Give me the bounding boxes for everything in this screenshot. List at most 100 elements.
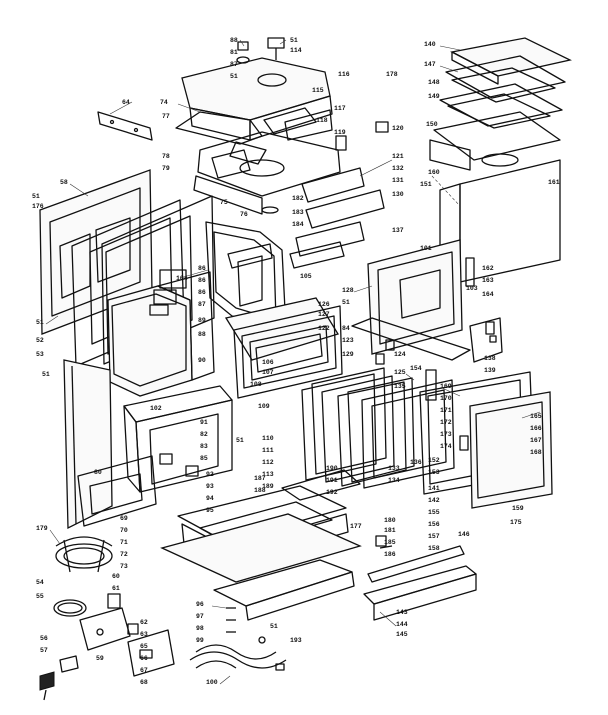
callout-label: 182 bbox=[292, 195, 304, 202]
callout-label: 165 bbox=[530, 413, 542, 420]
screws-lower-center bbox=[226, 607, 266, 644]
callout-label: 96 bbox=[196, 601, 204, 608]
callout-label: 112 bbox=[262, 459, 274, 466]
callout-label: 177 bbox=[350, 523, 362, 530]
callout-label: 140 bbox=[424, 41, 436, 48]
callout-label: 189 bbox=[262, 483, 274, 490]
callout-label: 179 bbox=[36, 525, 48, 532]
callout-label: 94 bbox=[206, 495, 214, 502]
callout-label: 152 bbox=[428, 457, 440, 464]
callout-label: 115 bbox=[312, 87, 324, 94]
callout-label: 86 bbox=[198, 277, 206, 284]
callout-label: 56 bbox=[40, 635, 48, 642]
callout-label: 66 bbox=[140, 655, 148, 662]
callout-label: 99 bbox=[196, 637, 204, 644]
callout-label: 183 bbox=[292, 209, 304, 216]
callout-label: 145 bbox=[396, 631, 408, 638]
callout-label: 87 bbox=[198, 301, 206, 308]
callout-label: 123 bbox=[342, 337, 354, 344]
callout-label: 167 bbox=[530, 437, 542, 444]
callout-label: 113 bbox=[262, 471, 274, 478]
callout-label: 154 bbox=[410, 365, 422, 372]
callout-label: 59 bbox=[96, 655, 104, 662]
oven-cavity-box bbox=[107, 269, 215, 397]
callout-label: 58 bbox=[60, 179, 68, 186]
callout-label: 170 bbox=[440, 395, 452, 402]
top-right-panel-stack bbox=[429, 37, 572, 171]
callout-label: 100 bbox=[206, 679, 218, 686]
callout-label: 134 bbox=[388, 477, 400, 484]
callout-label: 90 bbox=[198, 357, 206, 364]
callout-label: 147 bbox=[424, 61, 436, 68]
callout-label: 117 bbox=[334, 105, 346, 112]
callout-label: 172 bbox=[440, 419, 452, 426]
callout-label: 51 bbox=[236, 437, 244, 444]
callout-label: 126 bbox=[318, 301, 330, 308]
callout-label: 161 bbox=[548, 179, 560, 186]
callout-label: 114 bbox=[290, 47, 302, 54]
callout-label: 193 bbox=[290, 637, 302, 644]
callout-label: 178 bbox=[386, 71, 398, 78]
callout-label: 159 bbox=[512, 505, 524, 512]
callout-label: 160 bbox=[428, 169, 440, 176]
callout-label: 63 bbox=[140, 631, 148, 638]
callout-label: 151 bbox=[420, 181, 432, 188]
callout-label: 54 bbox=[36, 579, 44, 586]
callout-label: 88 bbox=[198, 331, 206, 338]
left-brace-64 bbox=[97, 111, 153, 141]
callout-label: 116 bbox=[338, 71, 350, 78]
callout-label: 65 bbox=[140, 643, 148, 650]
cooktop-burner-box bbox=[175, 57, 333, 145]
left-side-panel bbox=[63, 359, 113, 530]
bottom-pan bbox=[160, 469, 362, 621]
oven-top-bracket-row bbox=[261, 121, 389, 269]
callout-label: 75 bbox=[220, 199, 228, 206]
callout-label: 62 bbox=[140, 619, 148, 626]
callout-label: 146 bbox=[458, 531, 470, 538]
callout-label: 76 bbox=[240, 211, 248, 218]
callout-label: 163 bbox=[482, 277, 494, 284]
callout-label: 188 bbox=[254, 487, 266, 494]
callout-label: 51 bbox=[230, 73, 238, 80]
callout-label: 92 bbox=[206, 471, 214, 478]
callout-label: 135 bbox=[394, 383, 406, 390]
callout-label: 73 bbox=[120, 563, 128, 570]
callout-label: 70 bbox=[120, 527, 128, 534]
callout-label: 97 bbox=[196, 613, 204, 620]
callout-label: 149 bbox=[428, 93, 440, 100]
callout-label: 51 bbox=[270, 623, 278, 630]
callout-label: 102 bbox=[150, 405, 162, 412]
callout-label: 133 bbox=[388, 465, 400, 472]
lower-frame bbox=[77, 385, 233, 527]
callout-label: 109 bbox=[258, 403, 270, 410]
callout-label: 119 bbox=[334, 129, 346, 136]
callout-label: 192 bbox=[326, 489, 338, 496]
callout-label: 86 bbox=[198, 289, 206, 296]
callout-label: 64 bbox=[122, 99, 130, 106]
callout-label: 78 bbox=[162, 153, 170, 160]
igniter-assembly bbox=[127, 623, 175, 677]
callout-label: 111 bbox=[262, 447, 274, 454]
callout-label: 87 bbox=[230, 61, 238, 68]
callout-label: 136 bbox=[410, 459, 422, 466]
ring-gasket bbox=[53, 599, 87, 617]
callout-label: 169 bbox=[440, 383, 452, 390]
callout-label: 122 bbox=[318, 325, 330, 332]
callout-label: 139 bbox=[484, 367, 496, 374]
valve-bracket bbox=[79, 593, 131, 651]
callout-label: 137 bbox=[392, 227, 404, 234]
callout-label: 156 bbox=[428, 521, 440, 528]
callout-label: 175 bbox=[510, 519, 522, 526]
callout-label: 84 bbox=[342, 325, 350, 332]
callout-label: 157 bbox=[428, 533, 440, 540]
callout-label: 74 bbox=[160, 99, 168, 106]
callout-label: 51 bbox=[36, 319, 44, 326]
right-bracket bbox=[469, 317, 503, 363]
callout-label: 72 bbox=[120, 551, 128, 558]
oven-burner-ring bbox=[55, 536, 113, 573]
callout-label: 95 bbox=[206, 507, 214, 514]
callout-label: 185 bbox=[384, 539, 396, 546]
lower-right-rails bbox=[363, 535, 477, 621]
callout-label: 141 bbox=[428, 485, 440, 492]
